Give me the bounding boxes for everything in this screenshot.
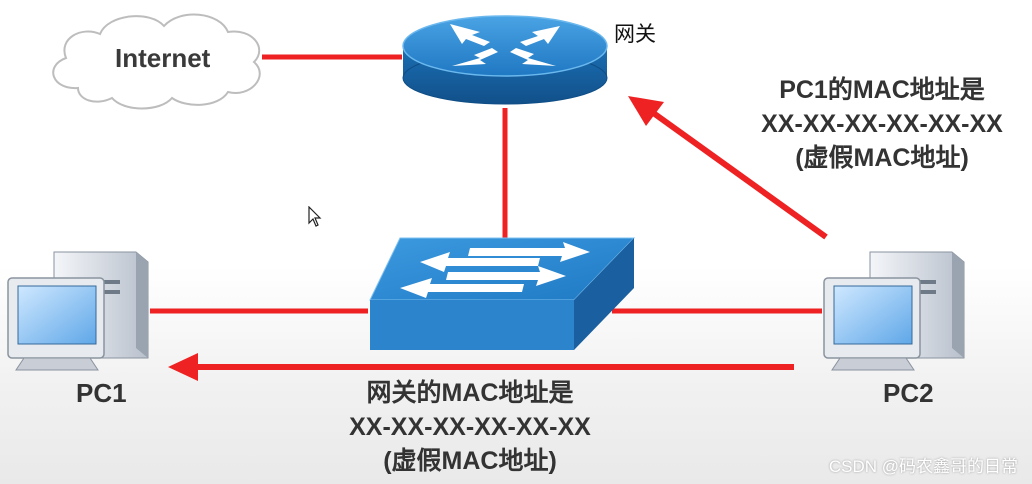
switch-icon — [369, 237, 636, 350]
pc-icon — [823, 251, 965, 371]
annotation-line: (虚假MAC地址) — [795, 144, 969, 172]
pc1-label: PC1 — [76, 378, 127, 408]
annotation-line: (虚假MAC地址) — [383, 447, 557, 475]
mouse-cursor-icon — [308, 206, 322, 227]
watermark: CSDN @码农鑫哥的日常 — [828, 457, 1018, 476]
pc1-mac-annotation: PC1的MAC地址是 XX-XX-XX-XX-XX-XX (虚假MAC地址) — [732, 73, 1032, 175]
pc2-label: PC2 — [883, 378, 934, 408]
internet-label: Internet — [115, 43, 211, 73]
annotation-line: 网关的MAC地址是 — [366, 379, 574, 407]
annotation-line: PC1的MAC地址是 — [779, 76, 985, 104]
cloud-icon — [52, 13, 261, 110]
annotation-line: XX-XX-XX-XX-XX-XX — [761, 110, 1003, 138]
annotation-line: XX-XX-XX-XX-XX-XX — [349, 413, 591, 441]
pc-icon — [7, 251, 149, 371]
arrow-pc2-to-pc1 — [168, 353, 794, 381]
gateway-mac-annotation: 网关的MAC地址是 XX-XX-XX-XX-XX-XX (虚假MAC地址) — [320, 376, 620, 478]
router-icon — [402, 15, 608, 105]
gateway-label: 网关 — [614, 23, 656, 46]
arrow-pc2-to-gateway — [628, 96, 828, 240]
